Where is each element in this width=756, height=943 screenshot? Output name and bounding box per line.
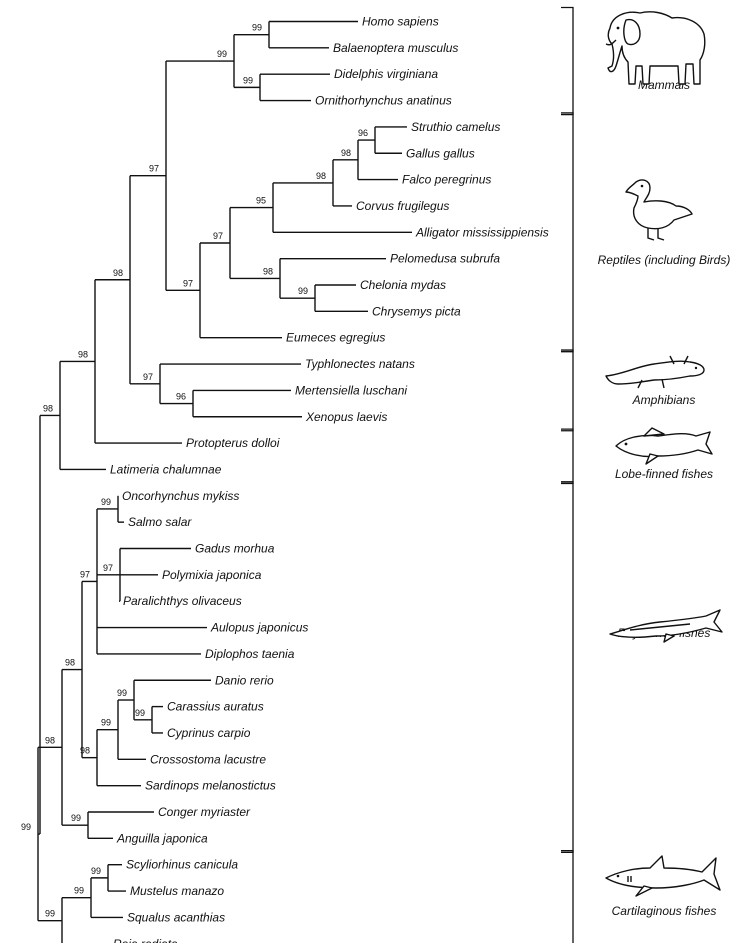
group-bracket bbox=[561, 428, 574, 485]
support-value: 99 bbox=[135, 708, 145, 718]
support-value: 99 bbox=[101, 497, 111, 507]
support-value: 99 bbox=[298, 286, 308, 296]
coelacanth-icon bbox=[615, 427, 713, 465]
support-value: 99 bbox=[217, 49, 227, 59]
support-value: 98 bbox=[78, 349, 88, 359]
taxon-label: Salmo salar bbox=[128, 515, 192, 529]
taxon-label: Chrysemys picta bbox=[372, 304, 461, 318]
support-value: 99 bbox=[252, 23, 262, 33]
taxon-label: Chelonia mydas bbox=[360, 278, 446, 292]
group-bracket bbox=[561, 6, 574, 116]
support-value: 99 bbox=[117, 688, 127, 698]
elephant-icon bbox=[605, 11, 706, 85]
support-value: 99 bbox=[243, 75, 253, 85]
support-value: 97 bbox=[143, 372, 153, 382]
duck-icon bbox=[625, 179, 693, 241]
group-label: Reptiles (including Birds) bbox=[598, 253, 731, 267]
taxon-label: Struthio camelus bbox=[411, 120, 500, 134]
taxon-label: Aulopus japonicus bbox=[210, 621, 308, 635]
taxon-label: Gallus gallus bbox=[406, 146, 475, 160]
support-value: 97 bbox=[213, 231, 223, 241]
taxon-label: Cyprinus carpio bbox=[167, 726, 251, 740]
support-value: 95 bbox=[256, 196, 266, 206]
taxon-label: Corvus frugilegus bbox=[356, 199, 449, 213]
group-bracket bbox=[561, 481, 574, 853]
support-value: 98 bbox=[316, 171, 326, 181]
taxon-label: Xenopus laevis bbox=[305, 410, 387, 424]
taxon-label: Balaenoptera musculus bbox=[333, 41, 458, 55]
support-value: 99 bbox=[101, 718, 111, 728]
taxon-label: Crossostoma lacustre bbox=[150, 752, 266, 766]
support-value: 98 bbox=[45, 735, 55, 745]
support-value: 98 bbox=[341, 148, 351, 158]
taxon-label: Diplophos taenia bbox=[205, 647, 295, 661]
support-value: 97 bbox=[80, 569, 90, 579]
support-value: 99 bbox=[71, 813, 81, 823]
sturgeon-icon bbox=[609, 609, 723, 643]
group-bracket bbox=[561, 349, 574, 432]
shark-icon bbox=[605, 855, 721, 897]
taxon-label: Danio rerio bbox=[215, 673, 274, 687]
taxon-label: Mustelus manazo bbox=[130, 884, 224, 898]
group-label: Lobe-finned fishes bbox=[615, 467, 713, 481]
taxon-label: Eumeces egregius bbox=[286, 331, 385, 345]
support-value: 98 bbox=[43, 403, 53, 413]
taxon-label: Pelomedusa subrufa bbox=[390, 252, 500, 266]
support-value: 99 bbox=[45, 909, 55, 919]
taxon-label: Falco peregrinus bbox=[402, 173, 491, 187]
taxon-label: Polymixia japonica bbox=[162, 568, 262, 582]
taxon-label: Oncorhynchus mykiss bbox=[122, 489, 239, 503]
taxon-label: Latimeria chalumnae bbox=[110, 462, 222, 476]
tree-branches bbox=[37, 20, 412, 943]
taxon-label: Didelphis virginiana bbox=[334, 67, 438, 81]
taxon-label: Sardinops melanostictus bbox=[145, 779, 276, 793]
taxon-label: Squalus acanthias bbox=[127, 910, 225, 924]
support-values: 99 99 99 96 98 98 95 99 98 97 97 97 96 97 98 98 98 99 97 97… bbox=[21, 23, 368, 919]
taxon-label: Scyliorhinus canicula bbox=[126, 858, 238, 872]
taxon-label: Typhlonectes natans bbox=[305, 357, 415, 371]
support-value: 97 bbox=[103, 563, 113, 573]
support-value: 99 bbox=[91, 866, 101, 876]
group-bracket bbox=[561, 112, 574, 353]
taxon-label: Gadus morhua bbox=[195, 542, 275, 556]
support-value: 97 bbox=[149, 164, 159, 174]
group-label: Mammals bbox=[638, 78, 690, 92]
group-label: Cartilaginous fishes bbox=[612, 904, 717, 918]
taxon-label: Alligator mississippiensis bbox=[415, 225, 549, 239]
taxon-label: Conger myriaster bbox=[158, 805, 251, 819]
taxon-label: Mertensiella luschani bbox=[295, 383, 407, 397]
salamander-icon bbox=[605, 355, 705, 389]
support-value: 96 bbox=[176, 392, 186, 402]
taxon-label: Raja radiata bbox=[113, 937, 178, 943]
support-value: 98 bbox=[263, 266, 273, 276]
taxon-label: Protopterus dolloi bbox=[186, 436, 280, 450]
support-value: 98 bbox=[65, 658, 75, 668]
support-value: 99 bbox=[21, 822, 31, 832]
support-value: 98 bbox=[113, 268, 123, 278]
taxon-label: Anguilla japonica bbox=[116, 831, 208, 845]
taxon-label: Carassius auratus bbox=[167, 700, 264, 714]
support-value: 96 bbox=[358, 128, 368, 138]
taxon-label: Paralichthys olivaceus bbox=[123, 594, 242, 608]
group-bracket bbox=[561, 850, 574, 943]
support-value: 97 bbox=[183, 278, 193, 288]
group-label: Amphibians bbox=[632, 393, 696, 407]
taxon-label: Homo sapiens bbox=[362, 15, 439, 29]
support-value: 98 bbox=[80, 746, 90, 756]
support-value: 99 bbox=[74, 886, 84, 896]
taxon-label: Ornithorhynchus anatinus bbox=[315, 94, 452, 108]
group-brackets bbox=[561, 6, 574, 943]
